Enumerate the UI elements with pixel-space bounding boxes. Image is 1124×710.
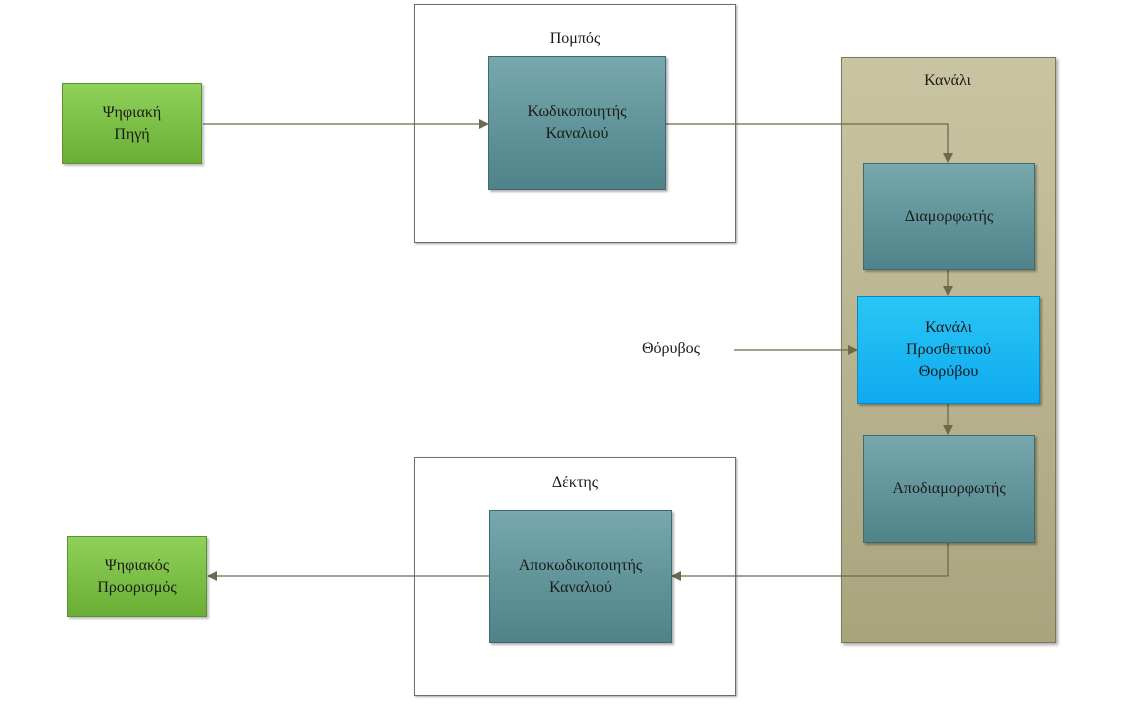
noise-label: Θόρυβος (642, 340, 700, 357)
modulator-label: Διαμορφωτής (904, 207, 994, 225)
digital-destination-line-2: Προορισμός (97, 578, 177, 596)
demodulator-label: Αποδιαμορφωτής (892, 480, 1006, 497)
transmitter-title: Πομπός (549, 30, 601, 47)
digital-source-line-1: Ψηφιακή (102, 103, 162, 121)
channel-decoder-line-1: Αποκωδικοποιητής (518, 556, 643, 574)
receiver-title: Δέκτης (551, 474, 599, 491)
awgn-channel-block: Κανάλι Προσθετικού Θορύβου (857, 296, 1040, 404)
channel-encoder-block: Κωδικοποιητής Καναλιού (488, 56, 666, 190)
modulator-block: Διαμορφωτής (863, 163, 1035, 270)
awgn-line-1: Κανάλι (925, 319, 972, 336)
digital-destination-block: Ψηφιακός Προορισμός (67, 536, 207, 617)
channel-title: Κανάλι (924, 72, 971, 89)
channel-encoder-line-2: Καναλιού (545, 125, 609, 142)
channel-encoder-line-1: Κωδικοποιητής (527, 103, 627, 120)
channel-decoder-block: Αποκωδικοποιητής Καναλιού (489, 510, 672, 643)
digital-source-block: Ψηφιακή Πηγή (62, 83, 202, 164)
digital-destination-line-1: Ψηφιακός (104, 556, 170, 574)
channel-decoder-line-2: Καναλιού (549, 578, 612, 596)
demodulator-block: Αποδιαμορφωτής (863, 435, 1035, 543)
awgn-line-2: Προσθετικού (906, 341, 991, 358)
digital-source-line-2: Πηγή (114, 125, 150, 143)
awgn-line-3: Θορύβου (918, 363, 979, 380)
